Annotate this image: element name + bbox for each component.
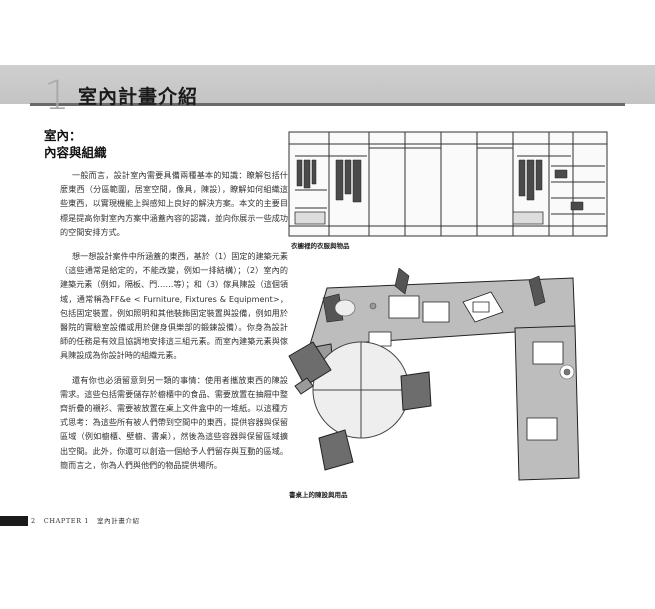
wardrobe-illustration <box>287 130 609 238</box>
section-heading-line1: 室內： <box>44 128 82 143</box>
footer-chapter-title: 室內計畫介紹 <box>97 517 140 525</box>
chapter-header-rule <box>30 103 625 106</box>
footer-page-marker <box>0 516 28 526</box>
section-heading: 室內： 內容與組織 <box>44 127 107 161</box>
footer-chapter-label: CHAPTER 1 <box>43 517 90 525</box>
body-paragraph: 還有你也必須留意到另一類的事情：使用者攜放東西的陳設需求。這些包括需要儲存於櫥櫃… <box>60 374 288 470</box>
chapter-title: 室內計畫介紹 <box>78 86 199 108</box>
body-text: 一般而言，設計室內需要具備兩種基本的知識：瞭解包括什麼東西（分區範圍，居室空間，… <box>60 168 288 482</box>
section-heading-line2: 內容與組織 <box>44 145 107 160</box>
chapter-header-band <box>0 65 655 104</box>
body-paragraph: 想一想設計案件中所涵蓋的東西，基於（1）固定的建築元素（這些通常是給定的，不能改… <box>60 251 288 361</box>
caption-wardrobe: 衣櫥裡的衣服與物品 <box>291 242 350 250</box>
desk-illustration <box>283 268 616 490</box>
body-paragraph: 一般而言，設計室內需要具備兩種基本的知識：瞭解包括什麼東西（分區範圍，居室空間，… <box>60 170 288 237</box>
chapter-number: 1 <box>44 73 70 119</box>
page-number: 2 <box>31 517 36 525</box>
caption-desk: 書桌上的陳設與用品 <box>289 491 348 499</box>
footer-running-head: 2 CHAPTER 1 室內計畫介紹 <box>31 516 140 526</box>
